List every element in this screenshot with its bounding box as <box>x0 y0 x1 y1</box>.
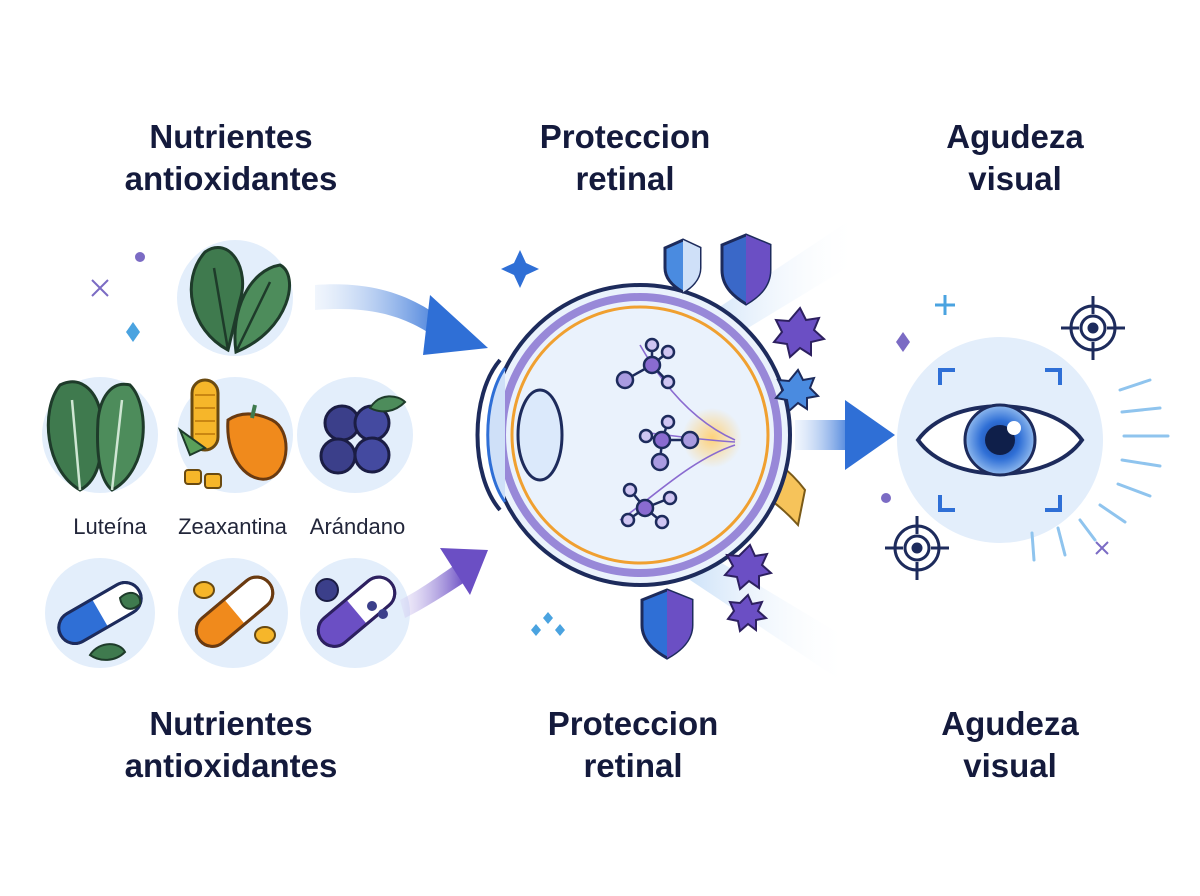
sparkle-decoration-middle <box>501 250 565 636</box>
heading-nutrients-line1: Nutrientes <box>149 118 313 155</box>
bottom-label-acuity-line1: Agudeza <box>941 705 1079 742</box>
food-label-lutein: Luteína <box>73 514 147 539</box>
bottom-label-acuity: Agudeza visual <box>915 703 1105 787</box>
shield-icon <box>720 233 772 306</box>
shield-icon <box>640 588 694 660</box>
kale-icon <box>42 377 158 493</box>
food-label-blueberry: Arándano <box>309 514 406 539</box>
food-label-zeaxanthin: Zeaxantina <box>178 514 287 539</box>
free-radical-icon <box>772 306 827 359</box>
bottom-label-protection-line2: retinal <box>583 747 683 784</box>
free-radical-icon <box>723 543 774 591</box>
free-radical-icon <box>726 593 769 633</box>
molecule-icon <box>638 414 700 472</box>
purple-capsule-icon <box>300 558 410 668</box>
bottom-label-nutrients-line1: Nutrientes <box>149 705 313 742</box>
free-radical-icon <box>774 368 821 413</box>
arrow-icon-top <box>315 284 488 355</box>
molecule-icon <box>615 337 676 390</box>
shield-icon <box>663 238 702 294</box>
bottom-label-nutrients: Nutrientes antioxidantes <box>103 703 359 787</box>
heading-acuity-line1: Agudeza <box>946 118 1084 155</box>
heading-nutrients-line2: antioxidantes <box>124 160 338 197</box>
blueberry-icon <box>297 377 413 493</box>
orange-capsule-icon <box>178 558 288 668</box>
target-icon <box>885 516 949 580</box>
sparkle-decoration-left <box>91 252 145 342</box>
heading-nutrients: Nutrientes antioxidantes <box>103 116 359 200</box>
heading-protection: Proteccion retinal <box>520 116 730 200</box>
bottom-label-nutrients-line2: antioxidantes <box>124 747 338 784</box>
bottom-label-protection-line1: Proteccion <box>547 705 719 742</box>
bottom-label-protection: Proteccion retinal <box>528 703 738 787</box>
eye-icon <box>897 337 1170 562</box>
heading-acuity-line2: visual <box>968 160 1062 197</box>
heading-protection-line2: retinal <box>575 160 675 197</box>
heading-protection-line1: Proteccion <box>539 118 711 155</box>
blue-capsule-icon <box>45 558 155 668</box>
spinach-icon <box>177 240 293 356</box>
corn-pepper-icon <box>177 377 293 493</box>
heading-acuity: Agudeza visual <box>920 116 1110 200</box>
target-icon <box>1061 296 1125 360</box>
bottom-label-acuity-line2: visual <box>963 747 1057 784</box>
molecule-icon <box>620 482 678 530</box>
arrow-icon-right <box>795 400 895 470</box>
sparkle-decoration-right <box>881 295 1109 555</box>
arrow-icon-bottom <box>400 548 488 618</box>
